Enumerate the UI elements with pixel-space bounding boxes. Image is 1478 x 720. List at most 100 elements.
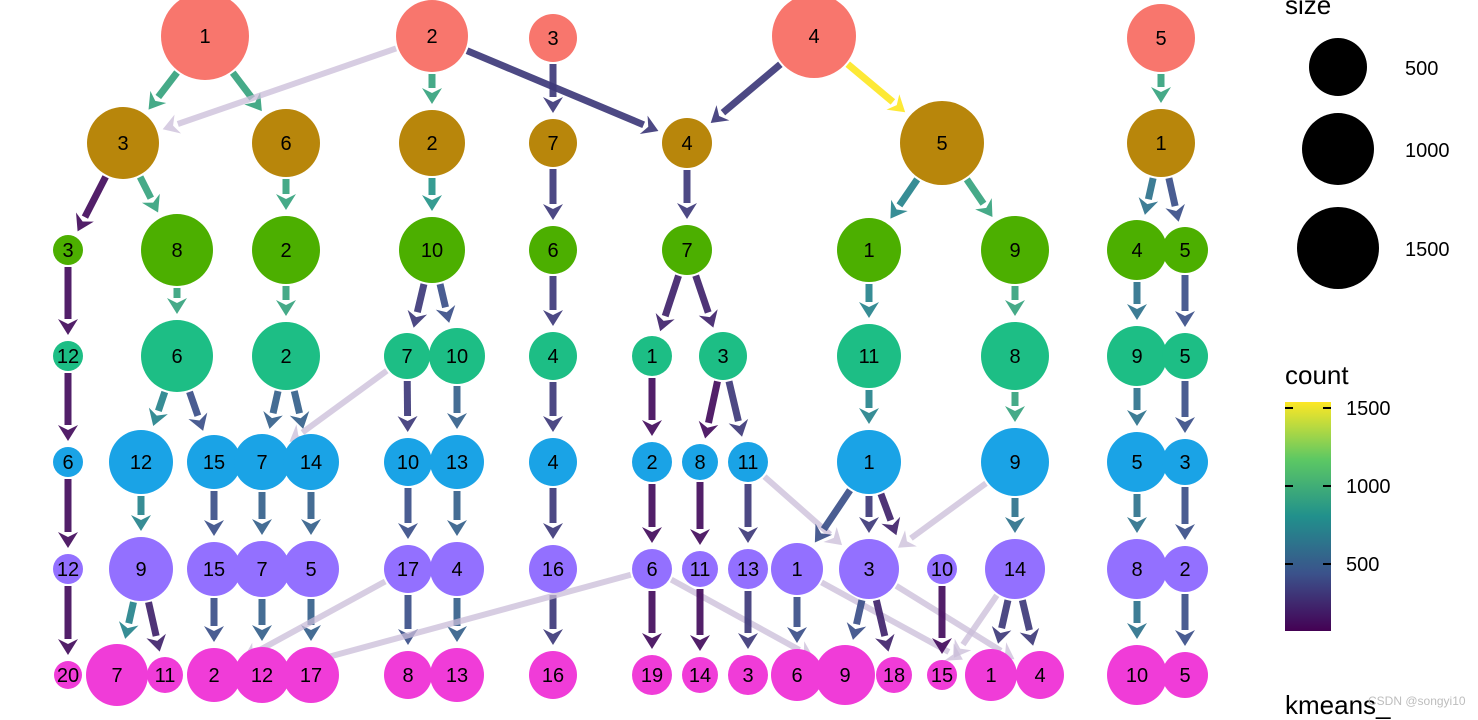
cluster-node-circle [399, 217, 465, 283]
cluster-node-c9: 9 [981, 216, 1049, 284]
edge-f11-g14 [690, 589, 710, 651]
edge-d12-e6 [58, 373, 78, 441]
cluster-node-label: 3 [62, 240, 73, 262]
edge-b5-c1 [890, 177, 921, 219]
edge-f14-g15 [953, 593, 1000, 658]
cluster-node-c6: 6 [529, 226, 577, 274]
cluster-node-label: 15 [203, 559, 225, 581]
cluster-node-circle [900, 101, 984, 185]
edge-c2-d2 [276, 286, 296, 316]
edge-e12-f9 [131, 496, 151, 531]
cluster-node-circle [772, 0, 856, 78]
edge-f10-g15 [932, 586, 952, 654]
edge-f1-g6 [787, 597, 807, 643]
cluster-node-c1: 1 [837, 218, 901, 282]
cluster-node-circle [632, 442, 672, 482]
cluster-node-g5: 5 [1162, 652, 1208, 698]
cluster-node-label: 9 [1009, 452, 1020, 474]
edge-f2-g5 [1175, 594, 1195, 646]
cluster-node-circle [876, 657, 912, 693]
cluster-node-c2: 2 [252, 216, 320, 284]
cluster-node-g14: 14 [682, 657, 718, 693]
cluster-node-label: 1 [791, 559, 802, 581]
cluster-node-circle [529, 14, 577, 62]
cluster-node-label: 16 [542, 665, 564, 687]
cluster-node-label: 2 [280, 346, 291, 368]
count-legend-label-1000: 1000 [1346, 476, 1391, 498]
cluster-node-label: 3 [742, 665, 753, 687]
cluster-node-circle [771, 649, 823, 701]
cluster-node-circle [837, 430, 901, 494]
cluster-node-d7: 7 [384, 333, 430, 379]
cluster-node-d5: 5 [1162, 333, 1208, 379]
cluster-node-d11: 11 [837, 324, 901, 388]
edge-f9-g7 [118, 601, 139, 639]
edge-e14-f5 [301, 492, 321, 535]
cluster-node-e15: 15 [187, 435, 241, 489]
count-legend-title: count [1285, 360, 1349, 390]
count-legend-label-500: 500 [1346, 554, 1379, 576]
cluster-node-circle [728, 549, 768, 589]
cluster-node-f9: 9 [109, 537, 173, 601]
size-legend: size 500 1000 1500 [1285, 0, 1450, 289]
cluster-node-c7: 7 [662, 225, 712, 275]
cluster-node-label: 2 [426, 133, 437, 155]
cluster-node-label: 14 [1004, 559, 1026, 581]
edge-e6-f12 [58, 479, 78, 548]
edge-f14-g4 [1018, 599, 1040, 646]
cluster-node-g8: 8 [384, 651, 432, 699]
cluster-node-label: 3 [117, 133, 128, 155]
cluster-node-a1: 1 [161, 0, 249, 80]
cluster-node-label: 4 [547, 452, 558, 474]
cluster-node-label: 1 [646, 346, 657, 368]
cluster-node-label: 2 [280, 240, 291, 262]
cluster-node-g15: 15 [927, 660, 957, 690]
edge-a4-b4 [710, 61, 783, 124]
cluster-node-label: 11 [738, 452, 759, 474]
edge-c8-d6 [167, 288, 187, 314]
cluster-node-circle [927, 554, 957, 584]
cluster-node-label: 6 [791, 665, 802, 687]
cluster-node-g7: 7 [86, 644, 148, 706]
cluster-node-d3: 3 [699, 332, 747, 380]
cluster-node-circle [981, 322, 1049, 390]
edge-d2-e14 [289, 390, 310, 429]
cluster-node-label: 14 [300, 452, 322, 474]
edge-e11-f13 [738, 484, 758, 543]
cluster-node-circle [985, 539, 1045, 599]
cluster-node-c10: 10 [399, 217, 465, 283]
cluster-node-label: 10 [397, 452, 419, 474]
cluster-node-e5: 5 [1107, 432, 1167, 492]
cluster-node-g4: 4 [1016, 651, 1064, 699]
cluster-node-label: 5 [936, 133, 947, 155]
cluster-node-circle [187, 648, 241, 702]
edge-d4-e4 [543, 382, 563, 432]
cluster-node-f16: 16 [529, 545, 577, 593]
edge-f3-g18 [872, 599, 895, 652]
cluster-node-label: 3 [1179, 452, 1190, 474]
cluster-node-b1: 1 [1127, 109, 1195, 177]
size-legend-label-1000: 1000 [1405, 140, 1450, 162]
cluster-node-circle [87, 107, 159, 179]
cluster-node-circle [109, 430, 173, 494]
edge-b4-c7 [677, 170, 697, 219]
cluster-node-g12: 12 [234, 647, 290, 703]
cluster-node-b2: 2 [399, 110, 465, 176]
edge-e1-f3b [877, 492, 901, 536]
cluster-node-label: 8 [402, 665, 413, 687]
edge-f7-g12 [252, 599, 272, 641]
cluster-node-label: 9 [1009, 240, 1020, 262]
cluster-node-label: 4 [451, 559, 462, 581]
edge-c1-d11 [859, 284, 879, 318]
cluster-node-f11: 11 [682, 551, 718, 587]
cluster-node-label: 1 [985, 665, 996, 687]
cluster-node-label: 10 [421, 240, 443, 262]
cluster-node-label: 7 [256, 452, 267, 474]
cluster-node-label: 15 [931, 665, 953, 687]
edges-layer [58, 45, 1195, 672]
edge-c6-d4 [543, 276, 563, 326]
cluster-node-f8: 8 [1107, 539, 1167, 599]
cluster-node-circle [1107, 432, 1167, 492]
edge-b2-c10 [422, 178, 442, 211]
cluster-node-circle [384, 545, 432, 593]
